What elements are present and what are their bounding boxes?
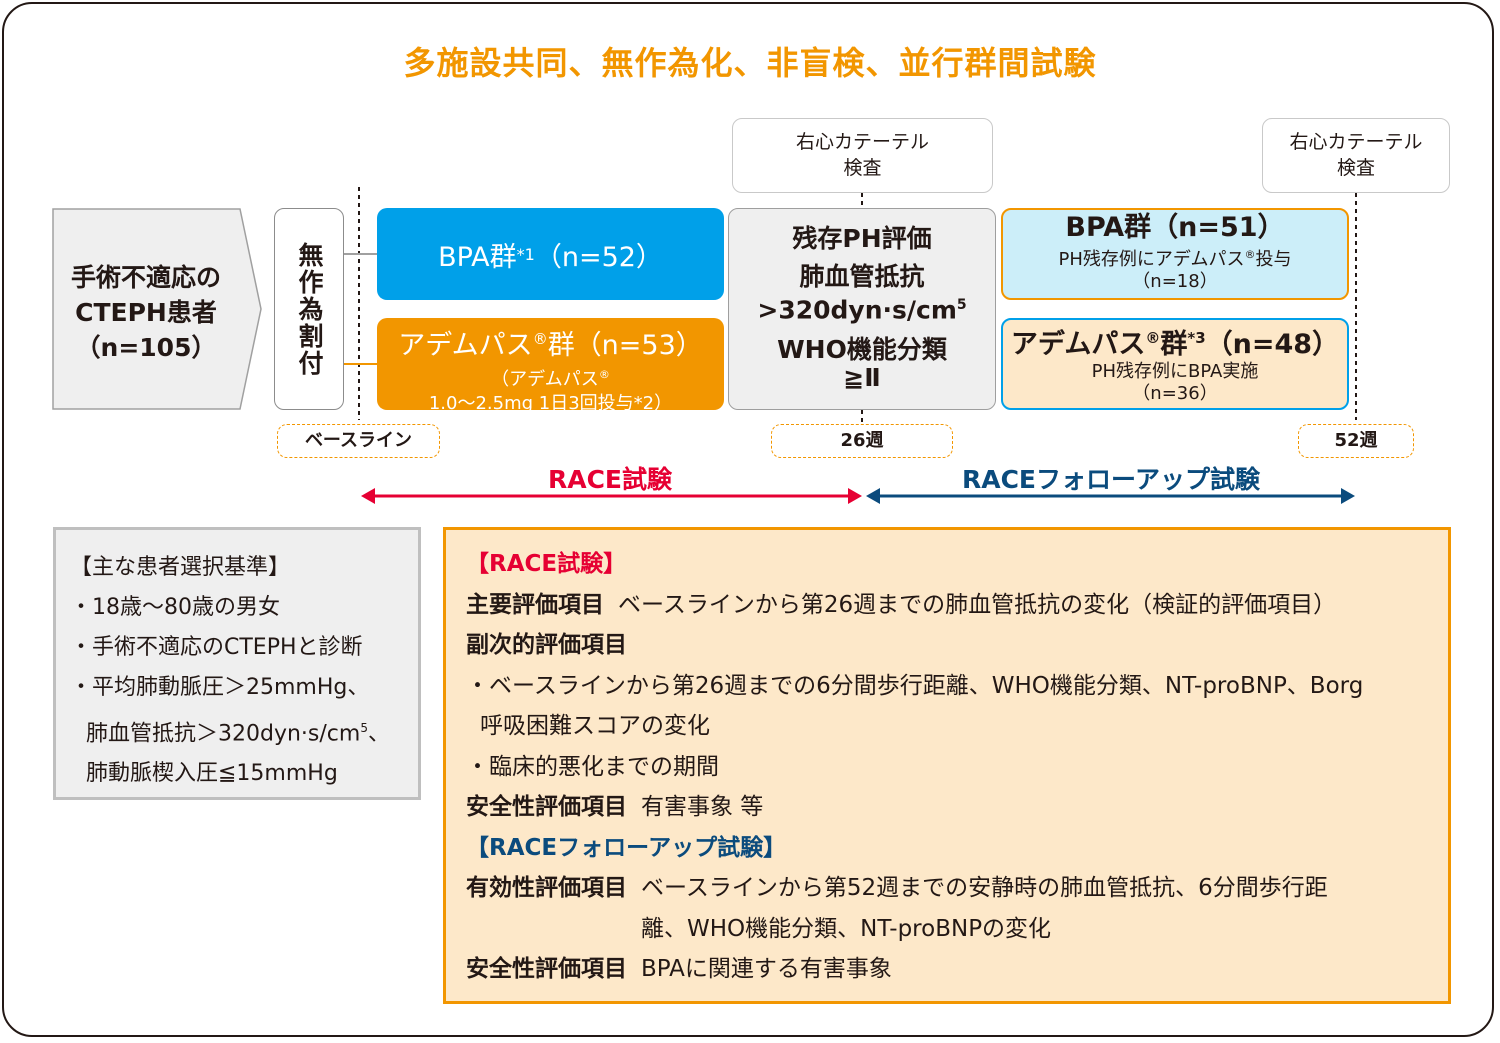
study-design-title: 多施設共同、無作為化、非盲検、並行群間試験	[403, 44, 1097, 82]
bpa-group-box: BPA群*1（n=52）	[377, 208, 724, 300]
followup-endpoints-heading: 【RACEフォローアップ試験】	[466, 834, 787, 861]
criteria-item-cont: 肺動脈楔入圧≦15mmHg	[86, 761, 338, 787]
patients-line1: 手術不適応の	[70, 263, 221, 292]
endpoints-box: 【RACE試験】 主要評価項目ベースラインから第26週までの肺血管抵抗の変化（検…	[443, 527, 1451, 1004]
secondary-endpoint-item: ・ベースラインから第26週までの6分間歩行距離、WHO機能分類、NT-proBN…	[466, 672, 1364, 699]
randomization-label: 無作為割付	[295, 241, 324, 377]
race-followup-label: RACEフォローアップ試験	[961, 465, 1261, 494]
patients-count: （n=105）	[75, 333, 217, 362]
criteria-heading: 【主な患者選択基準】	[70, 555, 291, 580]
efficacy-endpoint: 有効性評価項目ベースラインから第52週までの安静時の肺血管抵抗、6分間歩行距離、…	[466, 875, 1328, 942]
criteria-item: ・手術不適応のCTEPHと診断	[70, 635, 363, 660]
patients-line2: CTEPH患者	[75, 298, 217, 327]
randomization-box: 無作為割付	[274, 208, 344, 410]
criteria-item: ・平均肺動脈圧＞25mmHg、	[70, 675, 370, 700]
timeline-lines	[344, 187, 1357, 504]
timepoint-26w: 26週	[771, 424, 953, 458]
catheter-exam-label-52w: 右心カテーテル 検査	[1262, 118, 1450, 193]
chevron-shape	[52, 208, 262, 410]
patients-box: 手術不適応の CTEPH患者 （n=105）	[52, 208, 262, 410]
timepoint-baseline: ベースライン	[277, 424, 440, 458]
primary-endpoint: 主要評価項目ベースラインから第26週までの肺血管抵抗の変化（検証的評価項目）	[466, 591, 1337, 618]
safety-endpoint: 安全性評価項目有害事象 等	[466, 794, 764, 820]
timepoint-52w: 52週	[1298, 424, 1414, 458]
catheter-exam-label-26w: 右心カテーテル 検査	[732, 118, 993, 193]
adempas-group-box: アデムパス®群（n=53） （アデムパス® 1.0～2.5mg 1日3回投与*2…	[377, 318, 724, 414]
race-endpoints-heading: 【RACE試験】	[466, 551, 627, 577]
secondary-endpoint-item: ・臨床的悪化までの期間	[466, 753, 719, 780]
residual-ph-evaluation-box: 残存PH評価 肺血管抵抗 >320dyn·s/cm5 WHO機能分類 ≧Ⅱ	[728, 208, 996, 410]
selection-criteria-box: 【主な患者選択基準】 ・18歳～80歳の男女 ・手術不適応のCTEPHと診断 ・…	[53, 527, 421, 800]
secondary-endpoint-key: 副次的評価項目	[466, 632, 627, 658]
secondary-endpoint-item-cont: 呼吸困難スコアの変化	[480, 713, 710, 739]
followup-adempas-box: アデムパス®群*3（n=48） PH残存例にBPA実施 （n=36）	[1001, 318, 1349, 410]
followup-bpa-box: BPA群（n=51） PH残存例にアデムパス®投与 （n=18）	[1001, 208, 1349, 300]
criteria-item-cont: 肺血管抵抗＞320dyn·s/cm5、	[86, 721, 390, 747]
race-trial-label: RACE試験	[547, 465, 673, 494]
criteria-item: ・18歳～80歳の男女	[70, 595, 280, 620]
